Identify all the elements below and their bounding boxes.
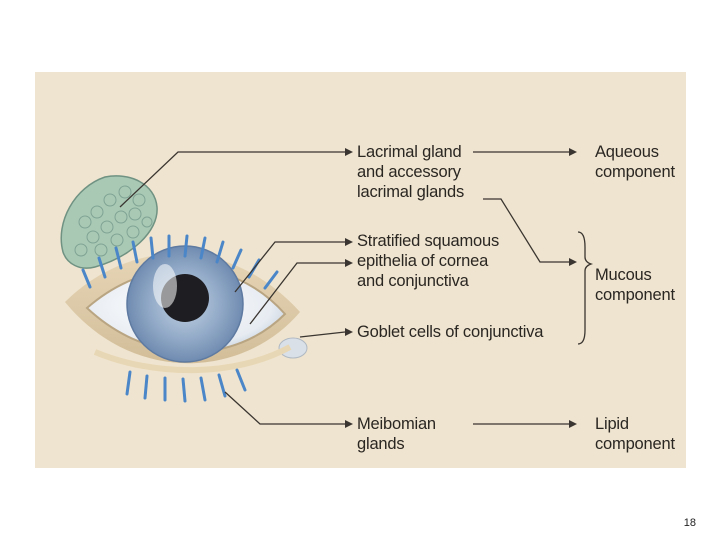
page-number: 18: [683, 517, 696, 529]
label-stratified-squamous: Stratified squamous epithelia of cornea …: [357, 232, 500, 290]
leader-lines: [119, 151, 594, 425]
lacrimal-gland-illustration: [60, 175, 158, 269]
label-aqueous-component: Aqueous component: [595, 143, 675, 181]
label-mucous-component: Mucous component: [595, 266, 675, 304]
diagram-art: [60, 148, 594, 428]
label-lacrimal-gland: Lacrimal gland and accessory lacrimal gl…: [357, 143, 465, 201]
label-goblet-cells: Goblet cells of conjunctiva: [357, 323, 544, 341]
lower-eyelashes: [125, 368, 247, 403]
label-lipid-component: Lipid component: [595, 415, 675, 453]
arrowheads: [345, 148, 577, 428]
label-meibomian-glands: Meibomian glands: [357, 415, 436, 453]
tear-film-diagram: Lacrimal gland and accessory lacrimal gl…: [35, 72, 686, 468]
eye-illustration: [65, 245, 308, 374]
upper-eyelashes: [81, 234, 279, 290]
